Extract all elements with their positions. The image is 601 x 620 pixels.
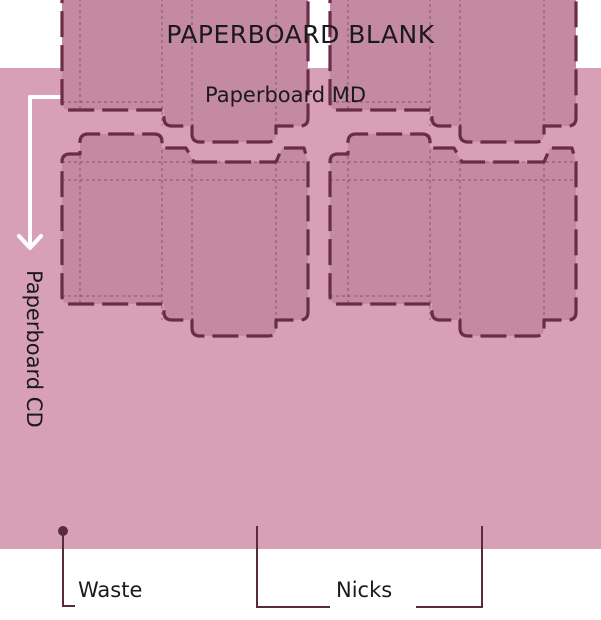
cd-arrow bbox=[17, 95, 43, 250]
waste-leader bbox=[58, 526, 75, 607]
cut-line bbox=[60, 0, 310, 144]
carton-blank bbox=[328, 0, 578, 144]
blank-fill bbox=[330, 134, 576, 336]
carton-blank bbox=[328, 132, 578, 338]
nicks-leader bbox=[256, 526, 483, 608]
cut-line bbox=[328, 0, 578, 144]
md-label: Paperboard MD bbox=[205, 83, 367, 107]
blank-fill bbox=[330, 0, 576, 142]
nicks-label: Nicks bbox=[336, 578, 393, 602]
cut-line bbox=[328, 132, 578, 338]
cd-label: Paperboard CD bbox=[22, 270, 46, 428]
blank-fill bbox=[62, 134, 308, 336]
carton-blank bbox=[60, 132, 310, 338]
diagram-title: PAPERBOARD BLANK bbox=[166, 20, 435, 49]
cut-line bbox=[60, 132, 310, 338]
blank-fill bbox=[62, 0, 308, 142]
carton-blanks bbox=[60, 0, 578, 338]
waste-label: Waste bbox=[78, 578, 143, 602]
carton-blank bbox=[60, 0, 310, 144]
